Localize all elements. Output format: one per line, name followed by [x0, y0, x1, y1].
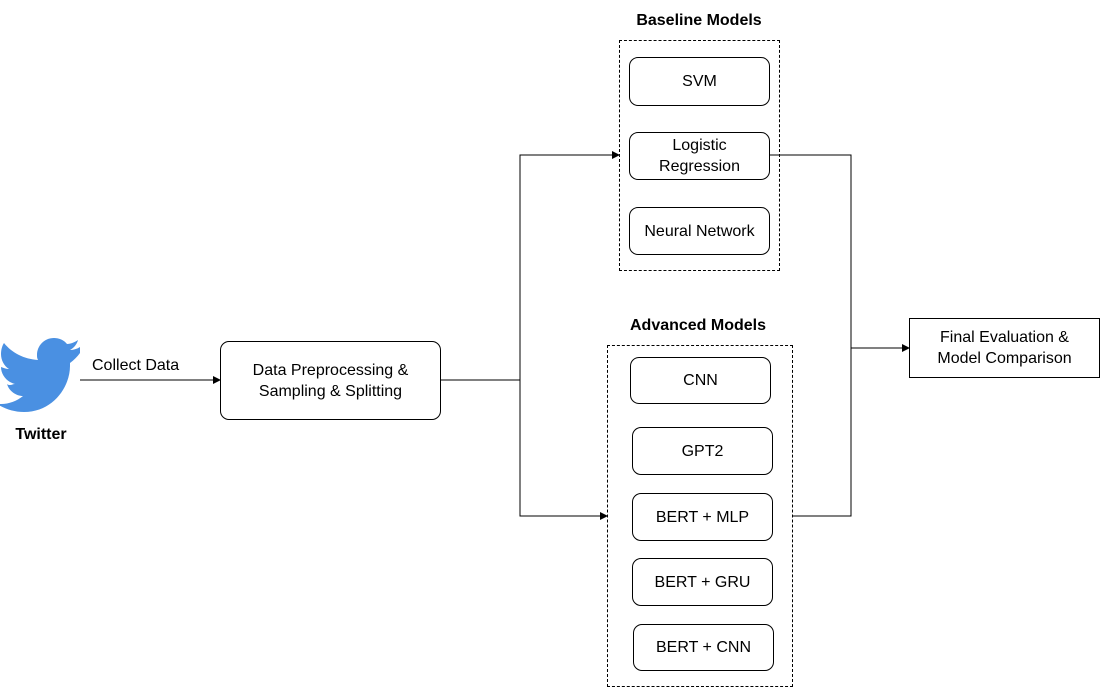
baseline-models-group: [619, 40, 780, 271]
collect-data-label: Collect Data: [92, 357, 180, 374]
advanced-title: Advanced Models: [629, 317, 767, 334]
twitter-bird-icon: [0, 338, 80, 412]
source-label: Twitter: [15, 426, 67, 443]
model-box-bert-mlp: BERT + MLP: [632, 493, 773, 541]
model-box-logistic-regression: Logistic Regression: [629, 132, 770, 180]
arrow-to-advanced: [519, 380, 608, 520]
model-box-svm: SVM: [629, 57, 770, 106]
baseline-out-line: [770, 154, 852, 517]
model-box-bert-gru: BERT + GRU: [632, 558, 773, 606]
model-box-bert-cnn: BERT + CNN: [633, 624, 774, 671]
advanced-models-group: [607, 345, 793, 687]
baseline-title: Baseline Models: [636, 12, 762, 29]
final-evaluation-box: Final Evaluation & Model Comparison: [909, 318, 1100, 378]
model-box-neural-network: Neural Network: [629, 207, 770, 255]
model-box-gpt2: GPT2: [632, 427, 773, 475]
arrow-to-baseline: [519, 151, 620, 380]
model-box-cnn: CNN: [630, 357, 771, 404]
preprocessing-box: Data Preprocessing & Sampling & Splittin…: [220, 341, 441, 420]
